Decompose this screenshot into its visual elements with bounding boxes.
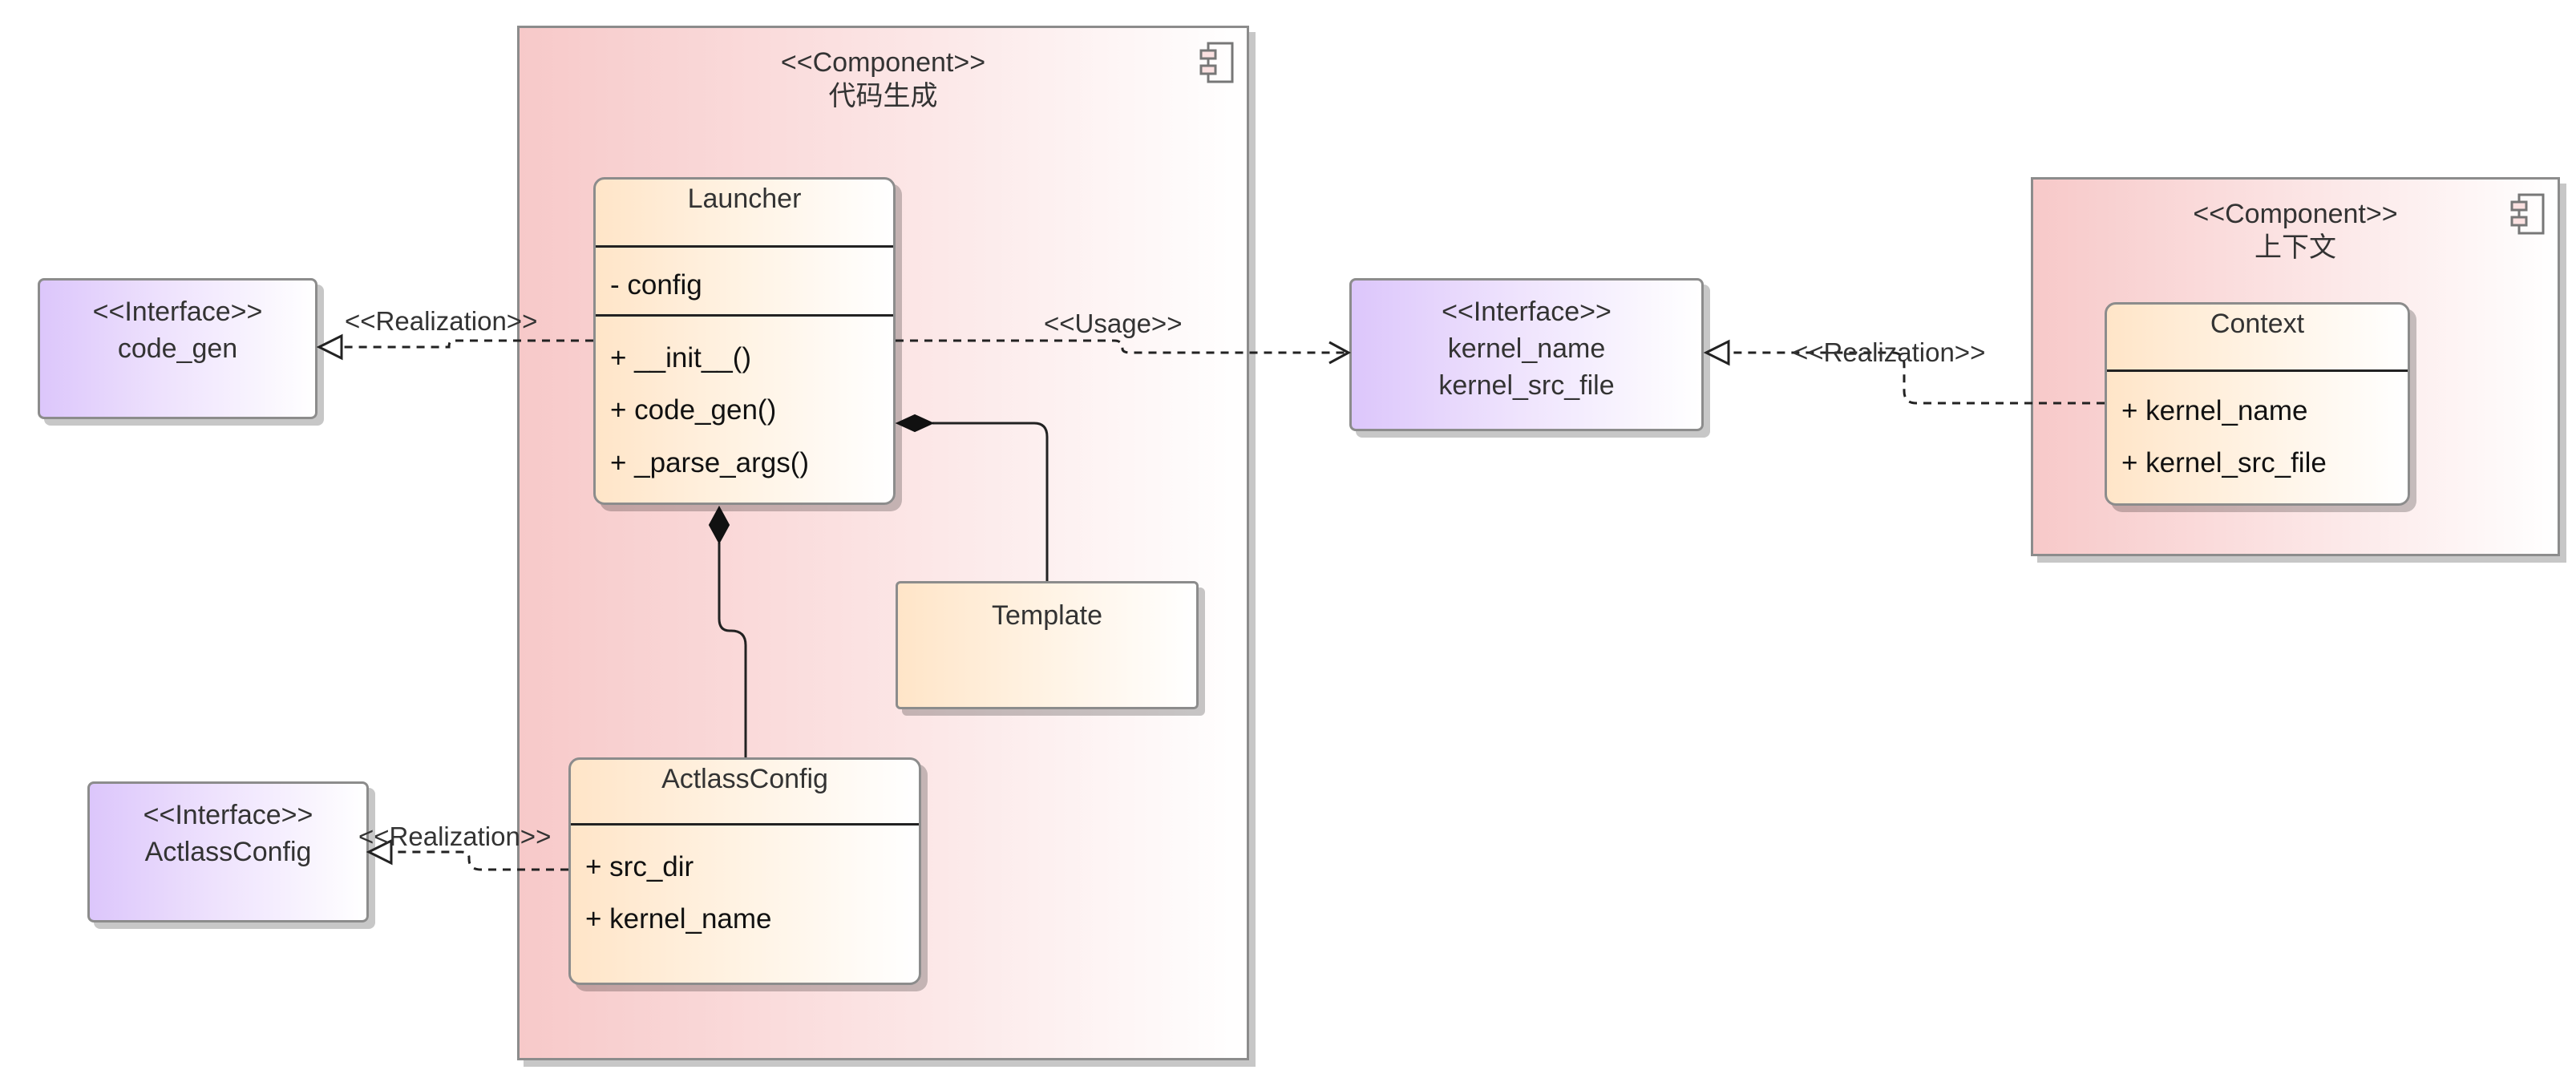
class-divider — [596, 314, 893, 317]
class-divider — [596, 245, 893, 248]
component-name: 上下文 — [2255, 232, 2336, 263]
class-launcher[interactable]: Launcher - config + __init__() + code_ge… — [593, 177, 896, 505]
class-name: Context — [2210, 309, 2305, 339]
edge-label-realization: <<Realization>> — [1793, 337, 1986, 367]
class-template[interactable]: Template — [896, 581, 1199, 709]
class-attribute: + kernel_name — [585, 903, 772, 935]
class-divider — [571, 823, 919, 826]
interface-stereotype: <<Interface>> — [1442, 297, 1612, 327]
edge-label-realization: <<Realization>> — [345, 306, 538, 336]
realization-arrowhead — [1703, 339, 1730, 366]
class-name: Template — [992, 600, 1102, 631]
class-actlass-config[interactable]: ActlassConfig + src_dir + kernel_name — [568, 757, 921, 985]
component-icon — [2510, 193, 2545, 235]
edge-label-usage: <<Usage>> — [1044, 309, 1183, 338]
class-divider — [2107, 369, 2408, 372]
component-name: 代码生成 — [828, 81, 938, 111]
interface-stereotype: <<Interface>> — [143, 800, 313, 830]
interface-actlass-config[interactable]: <<Interface>> ActlassConfig — [87, 781, 369, 922]
component-stereotype: <<Component>> — [780, 47, 986, 78]
component-icon — [1199, 42, 1234, 83]
usage-arrowhead — [1328, 341, 1352, 365]
class-name: Launcher — [687, 184, 802, 214]
interface-name: ActlassConfig — [144, 837, 312, 867]
class-method: + _parse_args() — [610, 447, 810, 478]
class-attribute: + kernel_name — [2121, 395, 2308, 426]
realization-arrowhead — [316, 333, 343, 361]
edge-label-realization: <<Realization>> — [358, 822, 552, 851]
class-attribute: - config — [610, 269, 702, 301]
class-name: ActlassConfig — [661, 764, 828, 794]
interface-name-kernel-name: kernel_name — [1447, 333, 1606, 364]
component-stereotype: <<Component>> — [2193, 199, 2398, 229]
interface-name-kernel-src-file: kernel_src_file — [1438, 370, 1615, 401]
class-method: + code_gen() — [610, 394, 777, 426]
class-attribute: + kernel_src_file — [2121, 447, 2327, 478]
interface-kernel[interactable]: <<Interface>> kernel_name kernel_src_fil… — [1349, 278, 1704, 431]
interface-code-gen[interactable]: <<Interface>> code_gen — [38, 278, 317, 419]
class-context[interactable]: Context + kernel_name + kernel_src_file — [2105, 302, 2410, 506]
interface-name: code_gen — [117, 333, 238, 364]
class-attribute: + src_dir — [585, 851, 694, 882]
interface-stereotype: <<Interface>> — [92, 297, 263, 327]
class-method: + __init__() — [610, 342, 752, 373]
